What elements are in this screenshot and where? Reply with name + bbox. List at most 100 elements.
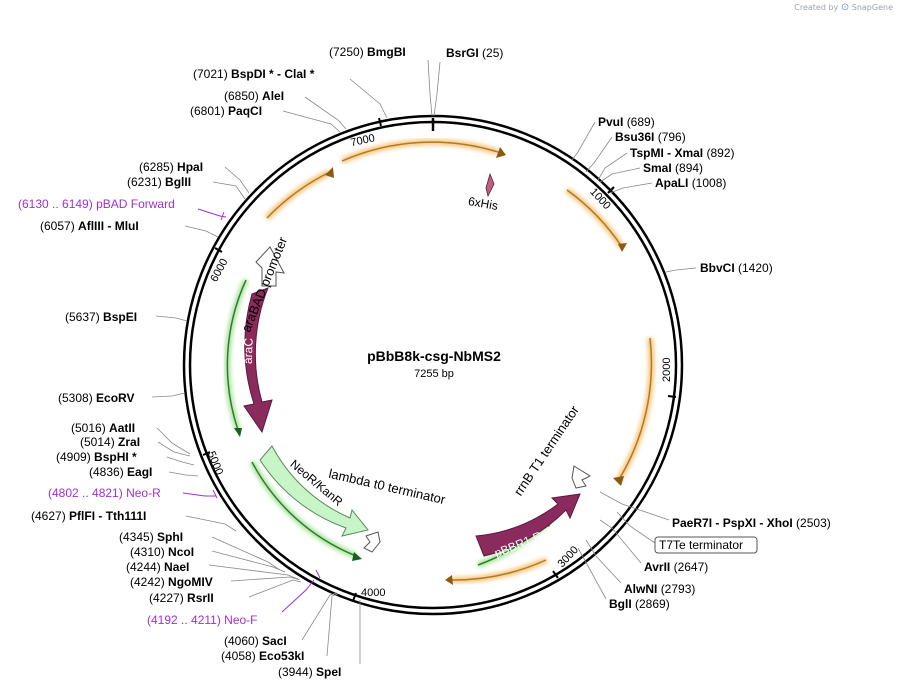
primer-leader-neor	[182, 492, 216, 497]
site-xmai: TspMI - XmaI (892)	[630, 146, 734, 160]
leader-avrii	[599, 519, 642, 564]
leader-bmgbi	[427, 59, 433, 117]
plasmid-name: pBbB8k-csg-NbMS2	[367, 348, 501, 364]
marker-arc-arac-head	[234, 428, 242, 437]
leader-saci	[301, 592, 338, 641]
6xhis-label: 6xHis	[467, 194, 499, 213]
site-bsphi: (4909) BspHI *	[56, 450, 137, 464]
leader-mlui	[184, 225, 219, 238]
site-bbvci: BbvCI (1420)	[700, 261, 773, 275]
tick-1000-mark	[607, 186, 615, 194]
lambda-t0-glyph	[363, 531, 381, 553]
leader-naei	[208, 564, 299, 580]
tick-3000-mark	[552, 570, 559, 579]
leader-hpai	[224, 166, 250, 194]
feature-neokanr: NeoR/KanR	[259, 445, 369, 537]
snapgene-logo: ⊙	[840, 2, 850, 13]
backbone-outer	[182, 114, 684, 616]
feature-lambda-t0: lambda t0 terminator	[327, 466, 448, 553]
site-ngomiv: (4242) NgoMIV	[130, 575, 213, 589]
site-naei: (4244) NaeI	[126, 560, 189, 574]
marker-arc-neo-line	[251, 461, 357, 557]
leader-alei	[304, 96, 347, 130]
6xhis-glyph	[485, 172, 495, 198]
primer-labels: (6130 .. 6149) pBAD Forward (4802 .. 482…	[18, 197, 258, 627]
site-eagi: (4836) EagI	[89, 465, 152, 479]
primer-mark-neof	[315, 569, 321, 579]
leader-apali	[609, 182, 653, 194]
feature-6xhis: 6xHis	[467, 172, 499, 213]
orf-arc-left-head	[325, 167, 334, 178]
primer-leader-pbad	[197, 208, 227, 218]
leader-paqci	[282, 110, 341, 133]
site-spei: (3944) SpeI	[278, 665, 341, 679]
leader-bsphi	[166, 456, 195, 466]
leader-sphi	[211, 536, 281, 571]
site-sphi: (4345) SphI	[119, 530, 183, 544]
site-mlui: (6057) AflIII - MluI	[40, 219, 139, 233]
tick-7000-mark	[378, 117, 382, 127]
neokanr-arrow	[259, 445, 369, 537]
tick-6000: 6000	[208, 257, 230, 284]
site-smai: SmaI (894)	[643, 161, 703, 175]
site-pvui: PvuI (689)	[598, 115, 655, 129]
leader-bgli	[577, 547, 607, 600]
orf-arc-bottom-head	[445, 575, 453, 585]
site-bmgbi: (7250) BmgBI	[329, 45, 406, 59]
leader-bglii	[212, 181, 246, 200]
marker-arc-arac-line	[226, 279, 247, 431]
arac-arrow	[243, 287, 273, 434]
site-bsrgi: BsrGI (25)	[446, 46, 503, 60]
t7te-box: T7Te terminator	[654, 536, 758, 554]
site-pflfi: (4627) PflFI - Tth111I	[31, 509, 146, 523]
leader-rsrii	[248, 579, 302, 598]
orf-arc-long-head	[613, 476, 624, 486]
leader-eco53ki	[326, 593, 339, 657]
site-zrai: (5014) ZraI	[80, 435, 140, 449]
tick-7000: 7000	[350, 132, 376, 149]
marker-arcs	[224, 278, 553, 568]
site-bsu36i: Bsu36I (796)	[615, 130, 686, 144]
tick-5000-mark	[202, 451, 211, 456]
orf-arc-bottom	[451, 559, 547, 581]
primer-neo-r: (4802 .. 4821) Neo-R	[48, 486, 161, 500]
rrnb-t1-label: rrnB T1 terminator	[511, 402, 583, 498]
leader-pflfi	[185, 515, 237, 532]
t7te-label: T7Te terminator	[659, 538, 743, 552]
leader-xhoi	[599, 491, 670, 521]
leader-ngomiv	[230, 576, 301, 582]
orf-arc-right-head	[618, 243, 627, 252]
plasmid-length: 7255 bp	[414, 368, 454, 380]
leader-zrai	[157, 441, 191, 457]
leader-bsu36i	[585, 136, 613, 173]
tick-4000: 4000	[361, 587, 385, 599]
site-bgli: BglI (2869)	[609, 597, 670, 611]
site-labels: (7250) BmgBI BsrGI (25) (7021) BspDI * -…	[31, 45, 831, 679]
leader-ecorv	[151, 392, 186, 398]
orf-arc-bottom-glow	[451, 557, 548, 584]
primer-pbad-forward: (6130 .. 6149) pBAD Forward	[18, 197, 175, 211]
orf-arc-top-head	[496, 147, 506, 158]
orf-arc-left	[266, 171, 331, 219]
feature-arac: araC	[241, 287, 273, 434]
leader-claI	[349, 78, 388, 119]
site-eco53ki: (4058) Eco53kI	[221, 649, 304, 663]
tick-2000-mark	[667, 395, 677, 398]
primer-leaders	[182, 208, 321, 613]
credit-logo-text: SnapGene	[851, 3, 893, 12]
orf-arc-top	[341, 141, 499, 162]
feature-pbbr1-rep: pBBR1 Rep	[475, 493, 581, 560]
site-ncoi: (4310) NcoI	[130, 545, 194, 559]
site-saci: (4060) SacI	[224, 634, 287, 648]
arac-label: araC	[241, 337, 256, 364]
primer-mark-neor	[212, 489, 218, 499]
snapgene-credit: Created by ⊙ SnapGene	[794, 2, 893, 13]
leader-xmai	[597, 152, 628, 181]
site-ecorv: (5308) EcoRV	[58, 391, 135, 405]
primer-neo-f: (4192 .. 4211) Neo-F	[147, 613, 258, 627]
tick-6000-mark	[214, 247, 223, 253]
site-rsrii: (4227) RsrII	[149, 591, 214, 605]
site-hpai: (6285) HpaI	[139, 160, 203, 174]
primer-mark-pbad	[220, 211, 225, 221]
